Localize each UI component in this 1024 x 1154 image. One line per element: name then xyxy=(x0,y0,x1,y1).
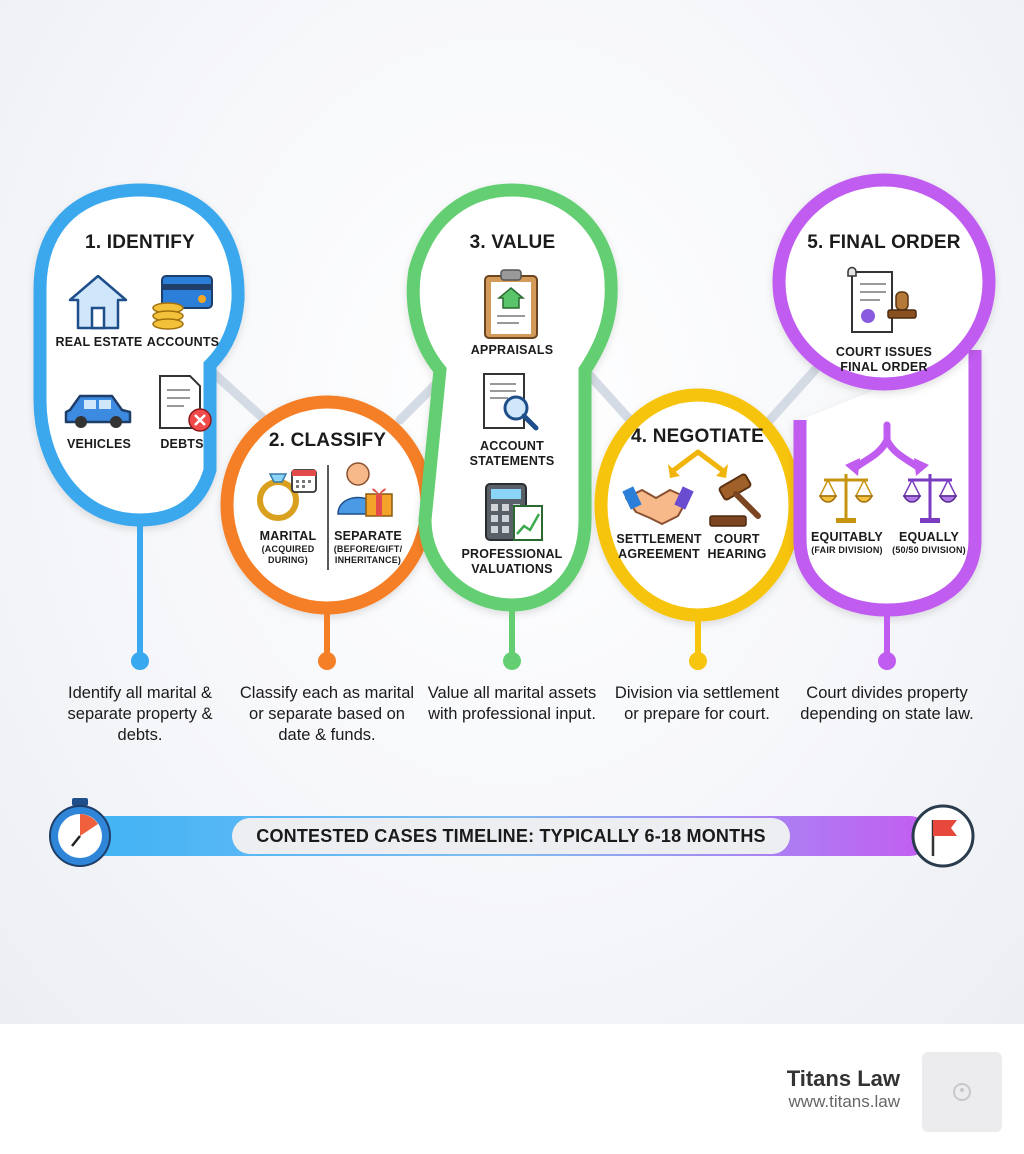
step-3-item-account-statements: ACCOUNT STATEMENTS xyxy=(469,439,555,468)
step-4-item-court-hearing: COURT HEARING xyxy=(707,532,767,561)
step-5-item-equally: EQUALLY xyxy=(899,530,959,544)
brand-name[interactable]: Titans Law xyxy=(786,1066,900,1091)
step-4-item-settlement: SETTLEMENT AGREEMENT xyxy=(616,532,702,561)
step-5-title: 5. FINAL ORDER xyxy=(807,232,961,253)
calculator-chart-icon xyxy=(485,483,543,541)
debt-document-icon xyxy=(159,375,212,432)
car-icon xyxy=(64,394,132,428)
step-5-item-equitably: EQUITABLY xyxy=(811,530,883,544)
step-5-item-court-issues: COURT ISSUES FINAL ORDER xyxy=(835,345,933,374)
step-2-item-marital-sub: (ACQUIRED DURING) xyxy=(261,544,315,565)
step-2-shape xyxy=(220,395,434,670)
step-1-item-accounts: ACCOUNTS xyxy=(146,335,220,349)
exchange-arrows-icon xyxy=(668,449,728,478)
step-1-item-vehicles: VEHICLES xyxy=(66,437,132,451)
scroll-stamp-icon xyxy=(847,266,917,333)
step-2-item-separate-sub: (BEFORE/GIFT/ INHERITANCE) xyxy=(333,544,403,565)
brand-url[interactable]: www.titans.law xyxy=(788,1092,900,1111)
scales-icon xyxy=(818,474,874,523)
step-1-item-debts: DEBTS xyxy=(160,437,204,451)
titans-logo-icon[interactable] xyxy=(922,1052,1002,1132)
step-1-item-real-estate: REAL ESTATE xyxy=(55,335,143,349)
step-2-title: 2. CLASSIFY xyxy=(268,430,387,451)
step-2-item-separate: SEPARATE xyxy=(334,529,402,543)
step-4-description: Division via settlement or prepare for c… xyxy=(614,684,780,723)
diagram-stage: 1. IDENTIFY REAL ESTATE ACCOUNTS VEHICLE… xyxy=(0,0,1024,1024)
person-gift-icon xyxy=(337,462,393,517)
credit-card-coins-icon xyxy=(152,275,213,330)
footer xyxy=(0,1024,1024,1154)
step-3-item-professional-valuations: PROFESSIONAL VALUATIONS xyxy=(461,547,563,576)
step-3-shape xyxy=(406,183,618,670)
step-3-item-appraisals: APPRAISALS xyxy=(470,343,554,357)
step-2-item-marital: MARITAL xyxy=(259,529,317,543)
step-3-description: Value all marital assets with profession… xyxy=(427,684,597,723)
scales-icon xyxy=(902,474,958,523)
process-diagram xyxy=(33,173,996,868)
step-1-title: 1. IDENTIFY xyxy=(85,232,195,253)
gavel-icon xyxy=(709,473,761,527)
step-5-item-equally-sub: (50/50 DIVISION) xyxy=(892,545,966,555)
house-icon xyxy=(68,274,128,330)
step-2-description: Classify each as marital or separate bas… xyxy=(239,684,415,744)
clipboard-house-icon xyxy=(484,269,538,339)
step-5-description: Court divides property depending on stat… xyxy=(800,684,974,723)
step-1-description: Identify all marital & separate property… xyxy=(67,684,213,744)
handshake-icon xyxy=(622,486,694,525)
timeline-label: CONTESTED CASES TIMELINE: TYPICALLY 6-18… xyxy=(232,818,790,854)
step-5-item-equitably-sub: (FAIR DIVISION) xyxy=(811,545,883,555)
flag-icon xyxy=(911,804,975,868)
magnifier-document-icon xyxy=(483,373,539,431)
stopwatch-icon xyxy=(49,798,111,867)
step-1-shape xyxy=(33,183,245,670)
step-3-title: 3. VALUE xyxy=(469,232,556,253)
ring-calendar-icon xyxy=(257,469,317,521)
step-4-title: 4. NEGOTIATE xyxy=(631,426,764,447)
